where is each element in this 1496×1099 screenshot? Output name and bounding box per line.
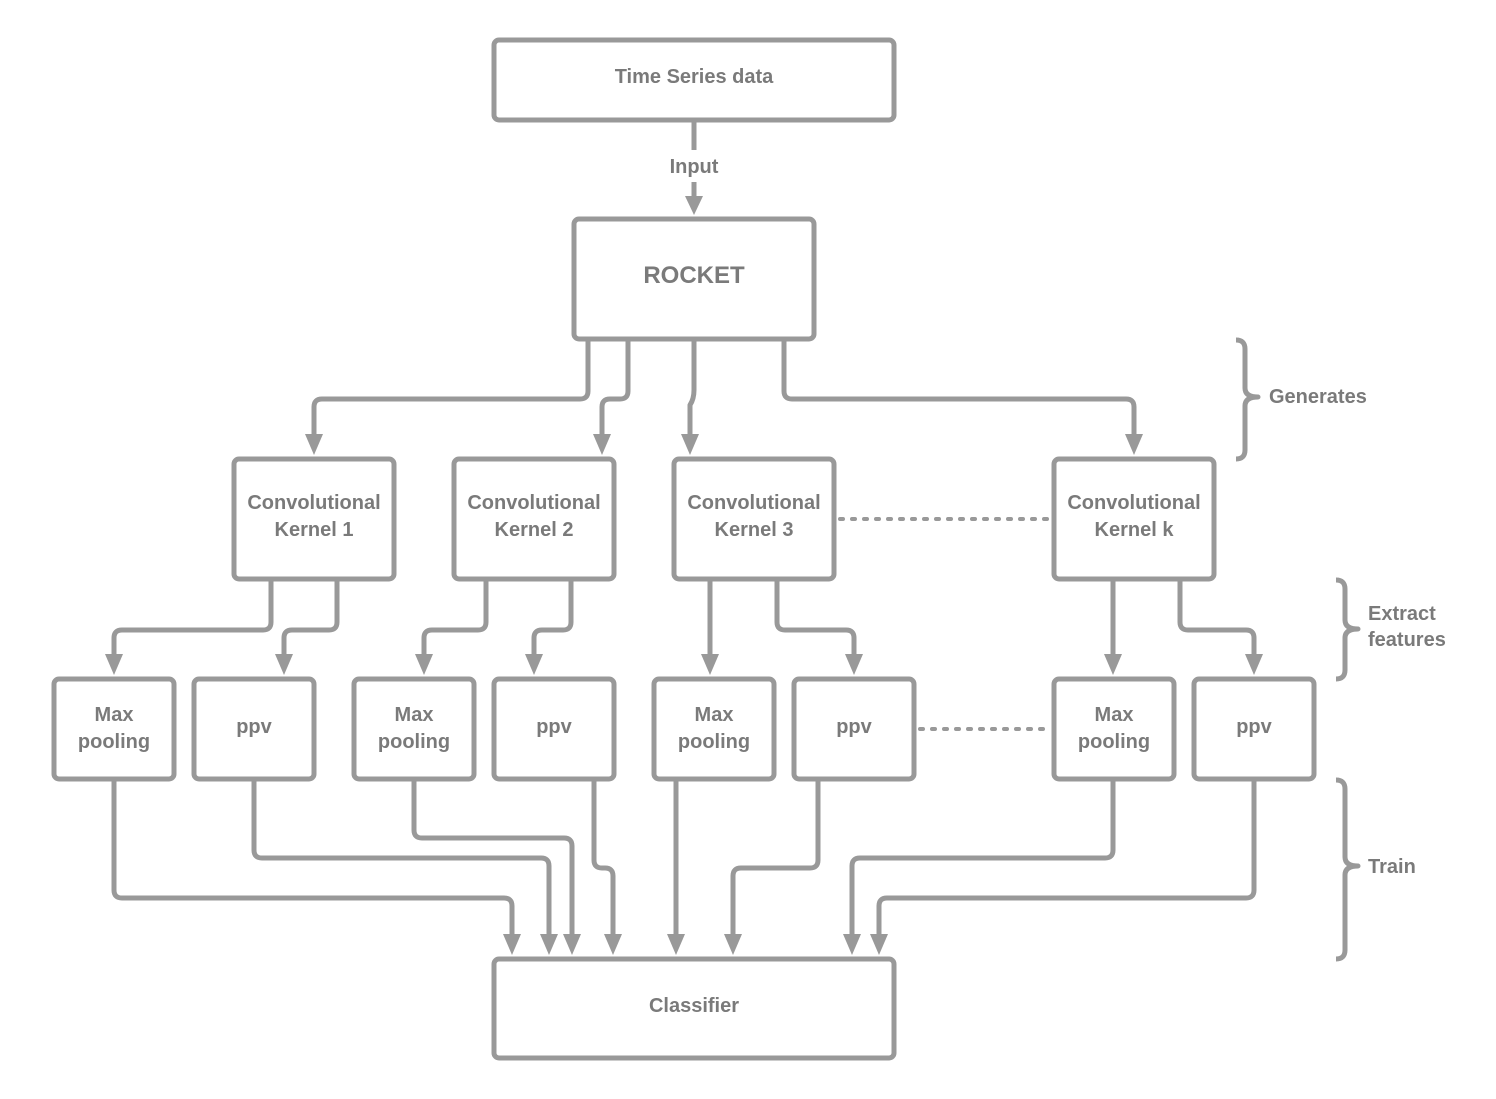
generates-label: Generates <box>1269 386 1367 408</box>
generates-brace <box>1235 337 1261 462</box>
edge-maxpool-k-to-classifier <box>849 780 1116 938</box>
edge-kernel-3-to-ppv <box>774 580 857 658</box>
arrowhead <box>563 934 581 955</box>
arrowhead <box>305 434 323 455</box>
edge-kernel-2-to-maxpool <box>421 580 489 658</box>
ppv-3-label: ppv <box>836 716 872 738</box>
edge-rocket-to-kernel-3 <box>687 341 697 438</box>
arrowhead <box>275 654 293 675</box>
ppv-k-label: ppv <box>1236 716 1272 738</box>
maxpool-box-k: Max pooling <box>1051 676 1177 782</box>
arrowhead <box>525 654 543 675</box>
kernel-3-line1: Convolutional <box>687 492 820 514</box>
maxpool-3-line2: pooling <box>678 731 750 753</box>
arrowhead <box>593 434 611 455</box>
time-series-data-box: Time Series data <box>491 37 897 123</box>
maxpool-2-line2: pooling <box>378 731 450 753</box>
kernel-box-k: Convolutional Kernel k <box>1051 456 1217 582</box>
arrowhead <box>724 934 742 955</box>
edge-ppv-k-to-classifier <box>876 780 1257 938</box>
edge-maxpool-2-to-classifier <box>411 780 575 938</box>
kernel-k-line1: Convolutional <box>1067 492 1200 514</box>
edge-ppv-3-to-classifier <box>730 780 821 938</box>
ppv-1-label: ppv <box>236 716 272 738</box>
classifier-label: Classifier <box>649 995 739 1017</box>
kernel-2-line1: Convolutional <box>467 492 600 514</box>
classifier-box: Classifier <box>491 956 897 1061</box>
kernel-3-line2: Kernel 3 <box>715 519 794 541</box>
kernel-k-line2: Kernel k <box>1095 519 1175 541</box>
maxpool-box-1: Max pooling <box>51 676 177 782</box>
kernel-1-line2: Kernel 1 <box>275 519 354 541</box>
arrowhead <box>845 654 863 675</box>
arrowhead <box>540 934 558 955</box>
edge-rocket-to-kernel-k <box>781 341 1137 438</box>
edge-kernel-1-to-ppv <box>281 580 340 658</box>
maxpool-k-line2: pooling <box>1078 731 1150 753</box>
arrowhead <box>105 654 123 675</box>
kernel-box-3: Convolutional Kernel 3 <box>671 456 837 582</box>
time-series-data-label: Time Series data <box>615 66 774 88</box>
arrowhead <box>503 934 521 955</box>
arrowhead <box>1104 654 1122 675</box>
arrowhead <box>701 654 719 675</box>
arrowhead <box>681 434 699 455</box>
arrowhead <box>1245 654 1263 675</box>
ppv-box-2: ppv <box>491 676 617 782</box>
maxpool-k-line1: Max <box>1095 704 1134 726</box>
maxpool-2-line1: Max <box>395 704 434 726</box>
arrowhead <box>1125 434 1143 455</box>
maxpool-box-2: Max pooling <box>351 676 477 782</box>
edge-rocket-to-kernel-1 <box>311 341 591 438</box>
kernel-1-line1: Convolutional <box>247 492 380 514</box>
edge-kernel-1-to-maxpool <box>111 580 274 658</box>
edge-kernel-k-to-ppv <box>1177 580 1257 658</box>
maxpool-box-3: Max pooling <box>651 676 777 782</box>
extract-label-line1: Extract <box>1368 603 1436 625</box>
arrowhead <box>604 934 622 955</box>
edge-kernel-2-to-ppv <box>531 580 574 658</box>
maxpool-3-line1: Max <box>695 704 734 726</box>
ppv-2-label: ppv <box>536 716 572 738</box>
rocket-label: ROCKET <box>643 262 745 289</box>
arrowheads <box>105 196 1263 955</box>
arrowhead <box>843 934 861 955</box>
edge-ppv-1-to-classifier <box>251 780 552 938</box>
input-edge-label: Input <box>670 156 719 178</box>
edge-ppv-2-to-classifier <box>591 780 616 938</box>
arrowhead <box>685 196 703 215</box>
kernel-2-line2: Kernel 2 <box>495 519 574 541</box>
arrowhead <box>667 934 685 955</box>
train-brace <box>1335 777 1361 962</box>
kernel-box-2: Convolutional Kernel 2 <box>451 456 617 582</box>
ppv-box-3: ppv <box>791 676 917 782</box>
rocket-box: ROCKET <box>571 216 817 342</box>
kernel-box-1: Convolutional Kernel 1 <box>231 456 397 582</box>
edge-rocket-to-kernel-2 <box>599 341 631 438</box>
ppv-box-k: ppv <box>1191 676 1317 782</box>
train-label: Train <box>1368 856 1416 878</box>
maxpool-1-line1: Max <box>95 704 134 726</box>
extract-features-brace <box>1335 577 1361 682</box>
ppv-box-1: ppv <box>191 676 317 782</box>
edge-maxpool-1-to-classifier <box>111 780 515 938</box>
extract-label-line2: features <box>1368 629 1446 651</box>
arrowhead <box>415 654 433 675</box>
arrowhead <box>870 934 888 955</box>
connectors <box>111 121 1257 938</box>
maxpool-1-line2: pooling <box>78 731 150 753</box>
